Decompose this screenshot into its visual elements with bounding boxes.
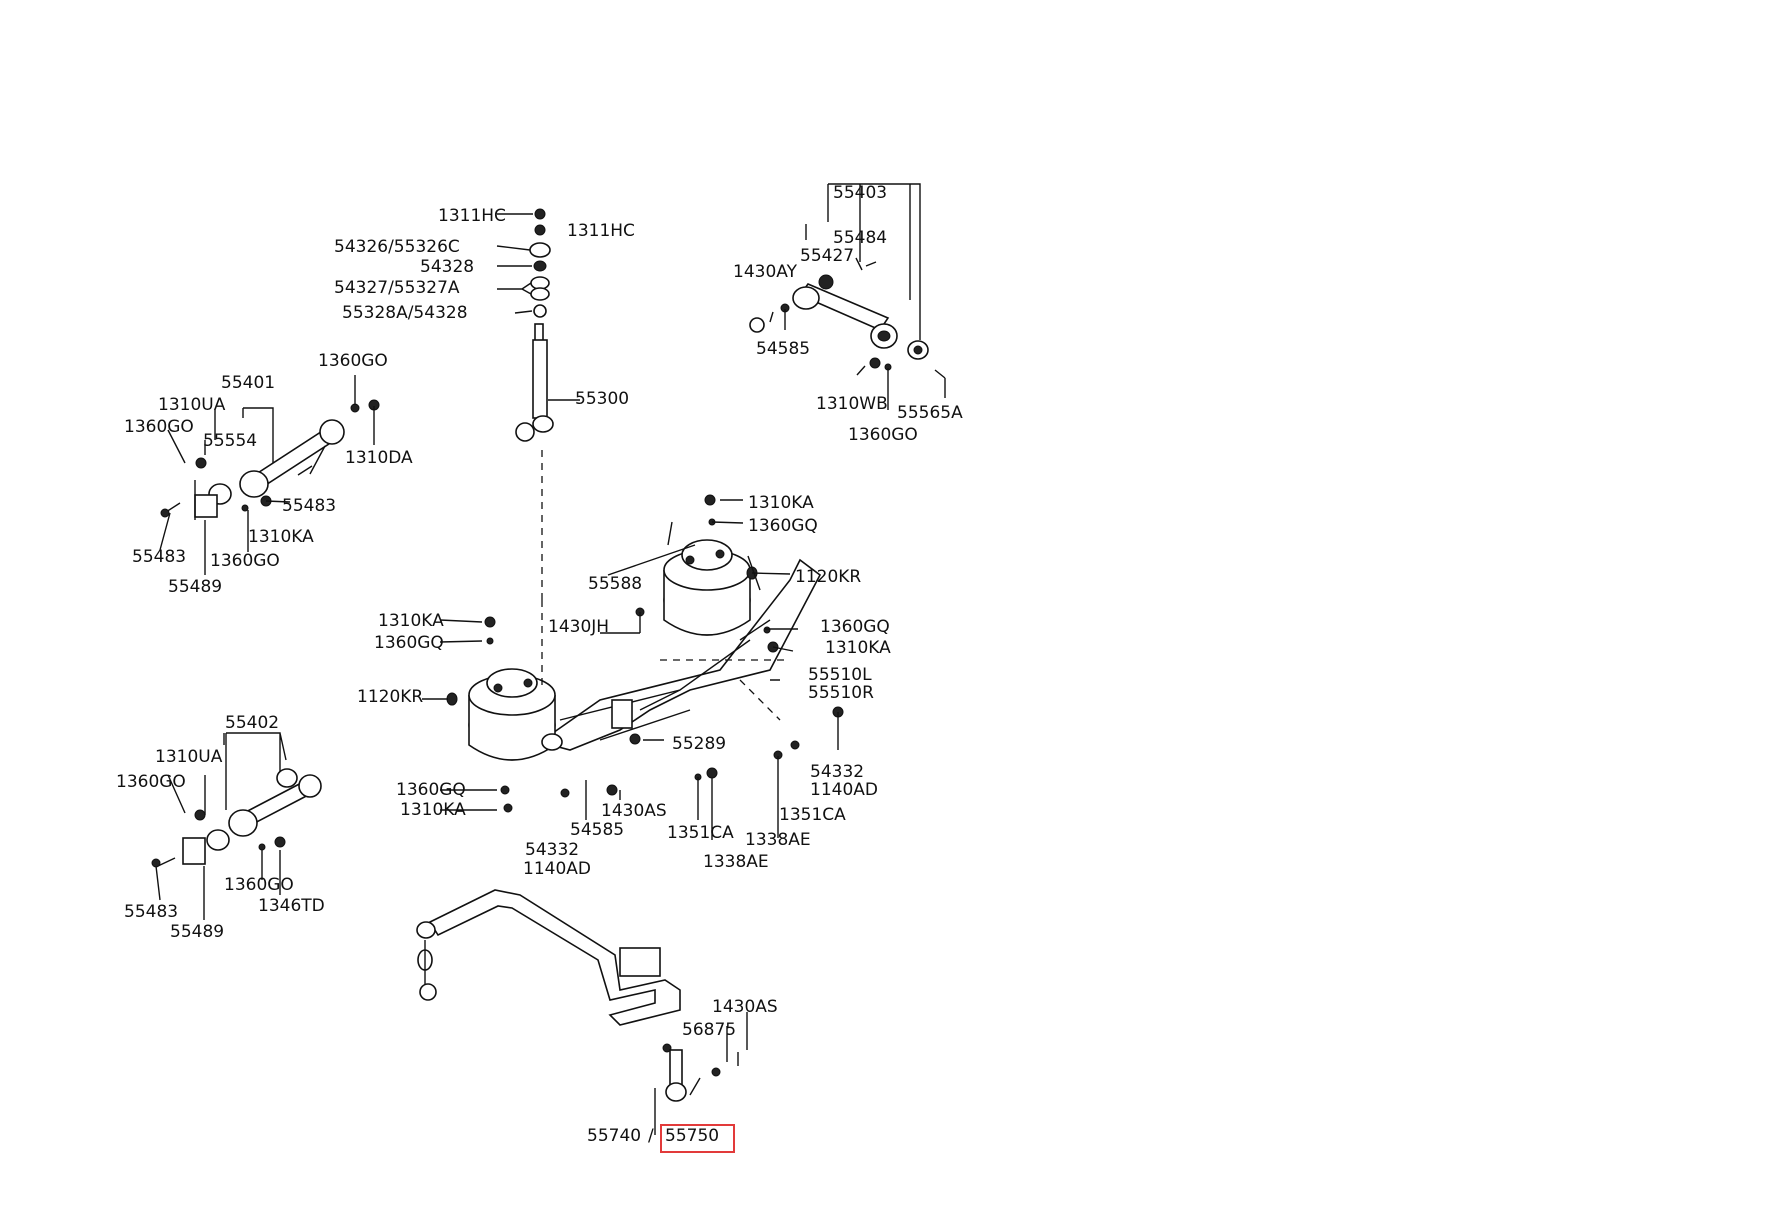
part-label[interactable]: 1311HC xyxy=(567,221,635,241)
part-label[interactable]: 54328 xyxy=(420,257,474,277)
part-label[interactable]: 1310KA xyxy=(400,800,466,820)
part-label[interactable]: 55483 xyxy=(124,902,178,922)
highlight-box xyxy=(660,1124,735,1153)
part-label[interactable]: 55401 xyxy=(221,373,275,393)
part-label[interactable]: 1360GO xyxy=(210,551,280,571)
part-label[interactable]: 55484 xyxy=(833,228,887,248)
part-label[interactable]: 55483 xyxy=(132,547,186,567)
part-label[interactable]: 1310WB xyxy=(816,394,888,414)
part-label[interactable]: 55489 xyxy=(170,922,224,942)
part-label[interactable]: 1311HC xyxy=(438,206,506,226)
upper-arm-right xyxy=(792,274,929,360)
part-label[interactable]: 1360GO xyxy=(318,351,388,371)
part-label[interactable]: 1310KA xyxy=(748,493,814,513)
part-label[interactable]: 55300 xyxy=(575,389,629,409)
part-label[interactable]: 54332 xyxy=(525,840,579,860)
part-label[interactable]: 1120KR xyxy=(795,567,861,587)
part-label-highlighted[interactable]: 55750 xyxy=(665,1126,719,1146)
part-label[interactable]: 55402 xyxy=(225,713,279,733)
part-labels: 55403 1311HC 1311HC 54326/55326C 55484 5… xyxy=(116,183,963,1146)
part-label[interactable]: 1140AD xyxy=(810,780,878,800)
part-label-separator: / xyxy=(648,1126,654,1146)
part-label[interactable]: 1430AS xyxy=(601,801,667,821)
rear-arm-upper-left-assembly xyxy=(159,375,380,575)
part-label[interactable]: 54327/55327A xyxy=(334,278,460,298)
part-label[interactable]: 1360GO xyxy=(124,417,194,437)
arm-55402 xyxy=(228,768,322,837)
stabilizer-bar xyxy=(416,889,681,1026)
part-label[interactable]: 1430JH xyxy=(548,617,609,637)
air-spring-right xyxy=(663,539,751,636)
part-label[interactable]: 55565A xyxy=(897,403,963,423)
part-label[interactable]: 55289 xyxy=(672,734,726,754)
part-label[interactable]: 54326/55326C xyxy=(334,237,460,257)
part-label[interactable]: 1120KR xyxy=(357,687,423,707)
part-label[interactable]: 1351CA xyxy=(667,823,734,843)
part-label[interactable]: 1338AE xyxy=(703,852,769,872)
part-label[interactable]: 1360GO xyxy=(116,772,186,792)
part-label[interactable]: 55403 xyxy=(833,183,887,203)
part-label[interactable]: 1360GO xyxy=(848,425,918,445)
part-label[interactable]: 55510L xyxy=(808,665,872,685)
part-label[interactable]: 54585 xyxy=(570,820,624,840)
part-label[interactable]: 1430AY xyxy=(733,262,798,282)
part-label[interactable]: 1360GO xyxy=(224,875,294,895)
rear-upper-arm-right-assembly xyxy=(749,183,946,410)
rear-arm-lower-left-assembly xyxy=(151,732,322,920)
arm-55401 xyxy=(239,419,345,498)
shock-body xyxy=(515,323,554,442)
part-label[interactable]: 1310UA xyxy=(155,747,223,767)
part-label[interactable]: 55483 xyxy=(282,496,336,516)
crossmember-assembly xyxy=(422,494,844,840)
part-label[interactable]: 54332 xyxy=(810,762,864,782)
stabilizer-link xyxy=(654,1012,748,1135)
shock-absorber-assembly xyxy=(496,208,580,600)
part-label[interactable]: 1310KA xyxy=(825,638,891,658)
part-label[interactable]: 1351CA xyxy=(779,805,846,825)
part-label[interactable]: 1360GQ xyxy=(396,780,466,800)
part-label[interactable]: 54585 xyxy=(756,339,810,359)
part-label[interactable]: 1310DA xyxy=(345,448,413,468)
part-label[interactable]: 55328A/54328 xyxy=(342,303,468,323)
part-label[interactable]: 1430AS xyxy=(712,997,778,1017)
part-label[interactable]: 1338AE xyxy=(745,830,811,850)
part-label[interactable]: 1360GQ xyxy=(820,617,890,637)
part-label[interactable]: 1360GQ xyxy=(748,516,818,536)
part-label[interactable]: 55554 xyxy=(203,431,257,451)
part-label[interactable]: 55510R xyxy=(808,683,874,703)
air-spring-left xyxy=(468,668,556,761)
part-label[interactable]: 55489 xyxy=(168,577,222,597)
part-label[interactable]: 55427 xyxy=(800,246,854,266)
part-label[interactable]: 56875 xyxy=(682,1020,736,1040)
part-label[interactable]: 1140AD xyxy=(523,859,591,879)
part-label[interactable]: 1346TD xyxy=(258,896,325,916)
part-label[interactable]: 55588 xyxy=(588,574,642,594)
part-label[interactable]: 1310KA xyxy=(248,527,314,547)
part-label[interactable]: 1310KA xyxy=(378,611,444,631)
part-label[interactable]: 1310UA xyxy=(158,395,226,415)
part-label[interactable]: 55740 xyxy=(587,1126,641,1146)
part-label[interactable]: 1360GQ xyxy=(374,633,444,653)
